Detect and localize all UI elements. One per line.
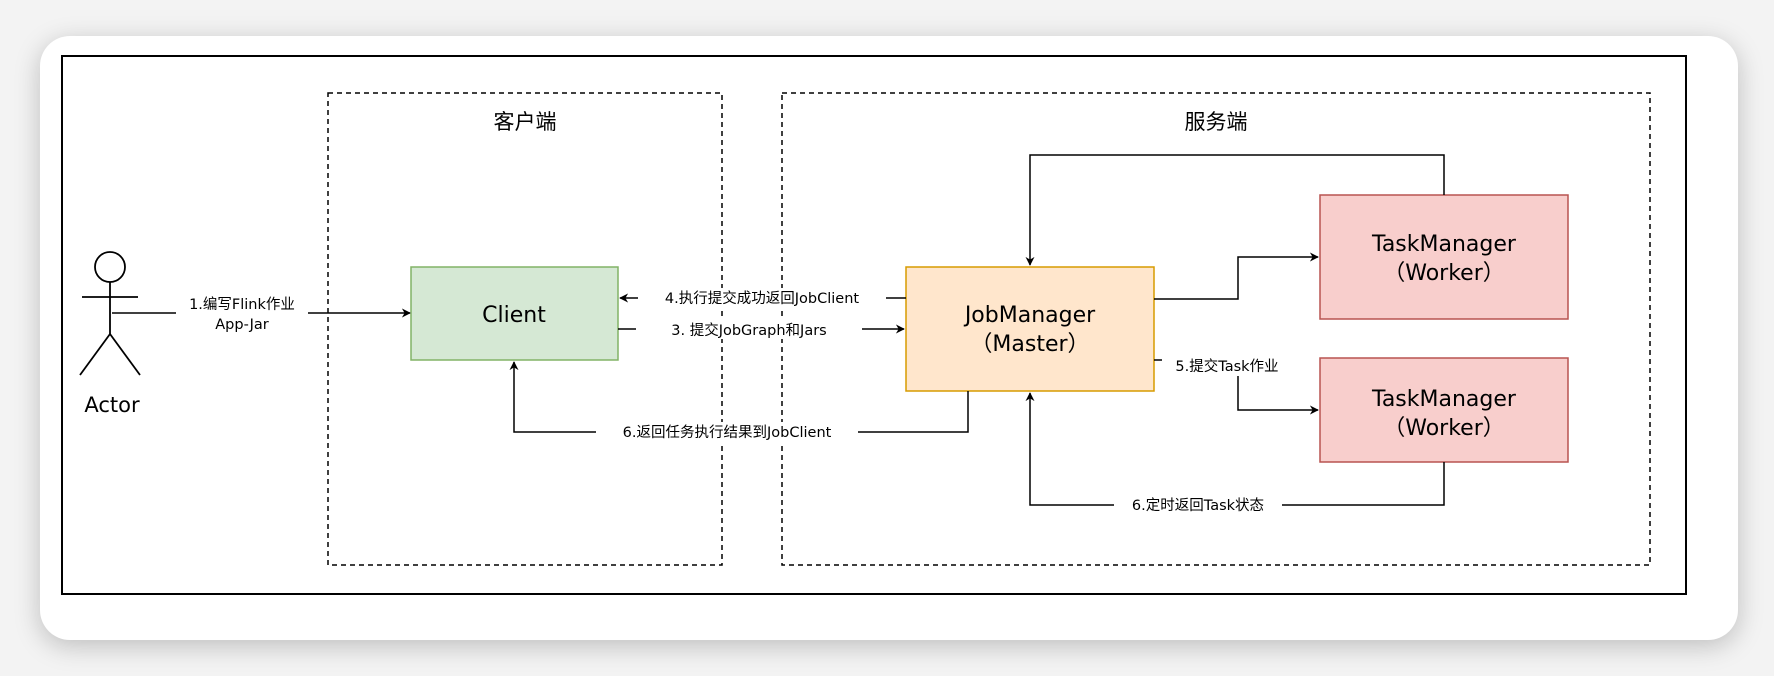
- edge-taskmanager-1-feedback: [1025, 154, 1445, 266]
- edge-label-submit-task-text: 5.提交Task作业: [1175, 357, 1278, 375]
- client-group-title: 客户端: [494, 110, 557, 134]
- edge-label-return-result-text: 6.返回任务执行结果到JobClient: [623, 424, 832, 441]
- server-group-title: 服务端: [1185, 110, 1248, 134]
- actor-label: Actor: [84, 393, 140, 417]
- edge-label-submit-task: 5.提交Task作业: [1162, 356, 1292, 376]
- edge-to-taskmanager-1: [1154, 252, 1319, 300]
- jobmanager-node-line2: （Master）: [970, 332, 1089, 357]
- edge-label-write-job-line2: App-Jar: [215, 317, 269, 333]
- edge-return-result: [509, 361, 969, 433]
- taskmanager-node-2-line1: TaskManager: [1371, 387, 1517, 412]
- edge-label-submit-success-text: 4.执行提交成功返回JobClient: [665, 289, 859, 307]
- client-node: [410, 266, 619, 361]
- taskmanager-node-1-line2: （Worker）: [1383, 261, 1505, 286]
- edge-label-task-status-text: 6.定时返回Task状态: [1132, 497, 1264, 514]
- diagram-card: [40, 36, 1738, 640]
- taskmanager-node-1: [1319, 194, 1569, 320]
- taskmanager-node-1-line1: TaskManager: [1371, 232, 1517, 257]
- edge-label-return-result: 6.返回任务执行结果到JobClient: [596, 422, 858, 442]
- edge-label-submit-success: 4.执行提交成功返回JobClient: [638, 288, 886, 308]
- client-node-label: Client: [482, 303, 546, 328]
- edge-label-task-status: 6.定时返回Task状态: [1114, 495, 1282, 515]
- jobmanager-node-line1: JobManager: [963, 303, 1096, 328]
- edge-label-write-job: 1.编写Flink作业 App-Jar: [176, 293, 308, 335]
- actor-figure: [79, 251, 141, 376]
- edge-label-write-job-line1: 1.编写Flink作业: [189, 296, 295, 313]
- taskmanager-node-2-line2: （Worker）: [1383, 416, 1505, 441]
- outer-frame: [61, 55, 1687, 595]
- jobmanager-node: [905, 266, 1155, 392]
- edge-label-submit-jobgraph-text: 3. 提交JobGraph和Jars: [671, 321, 826, 339]
- edge-label-submit-jobgraph: 3. 提交JobGraph和Jars: [636, 319, 862, 339]
